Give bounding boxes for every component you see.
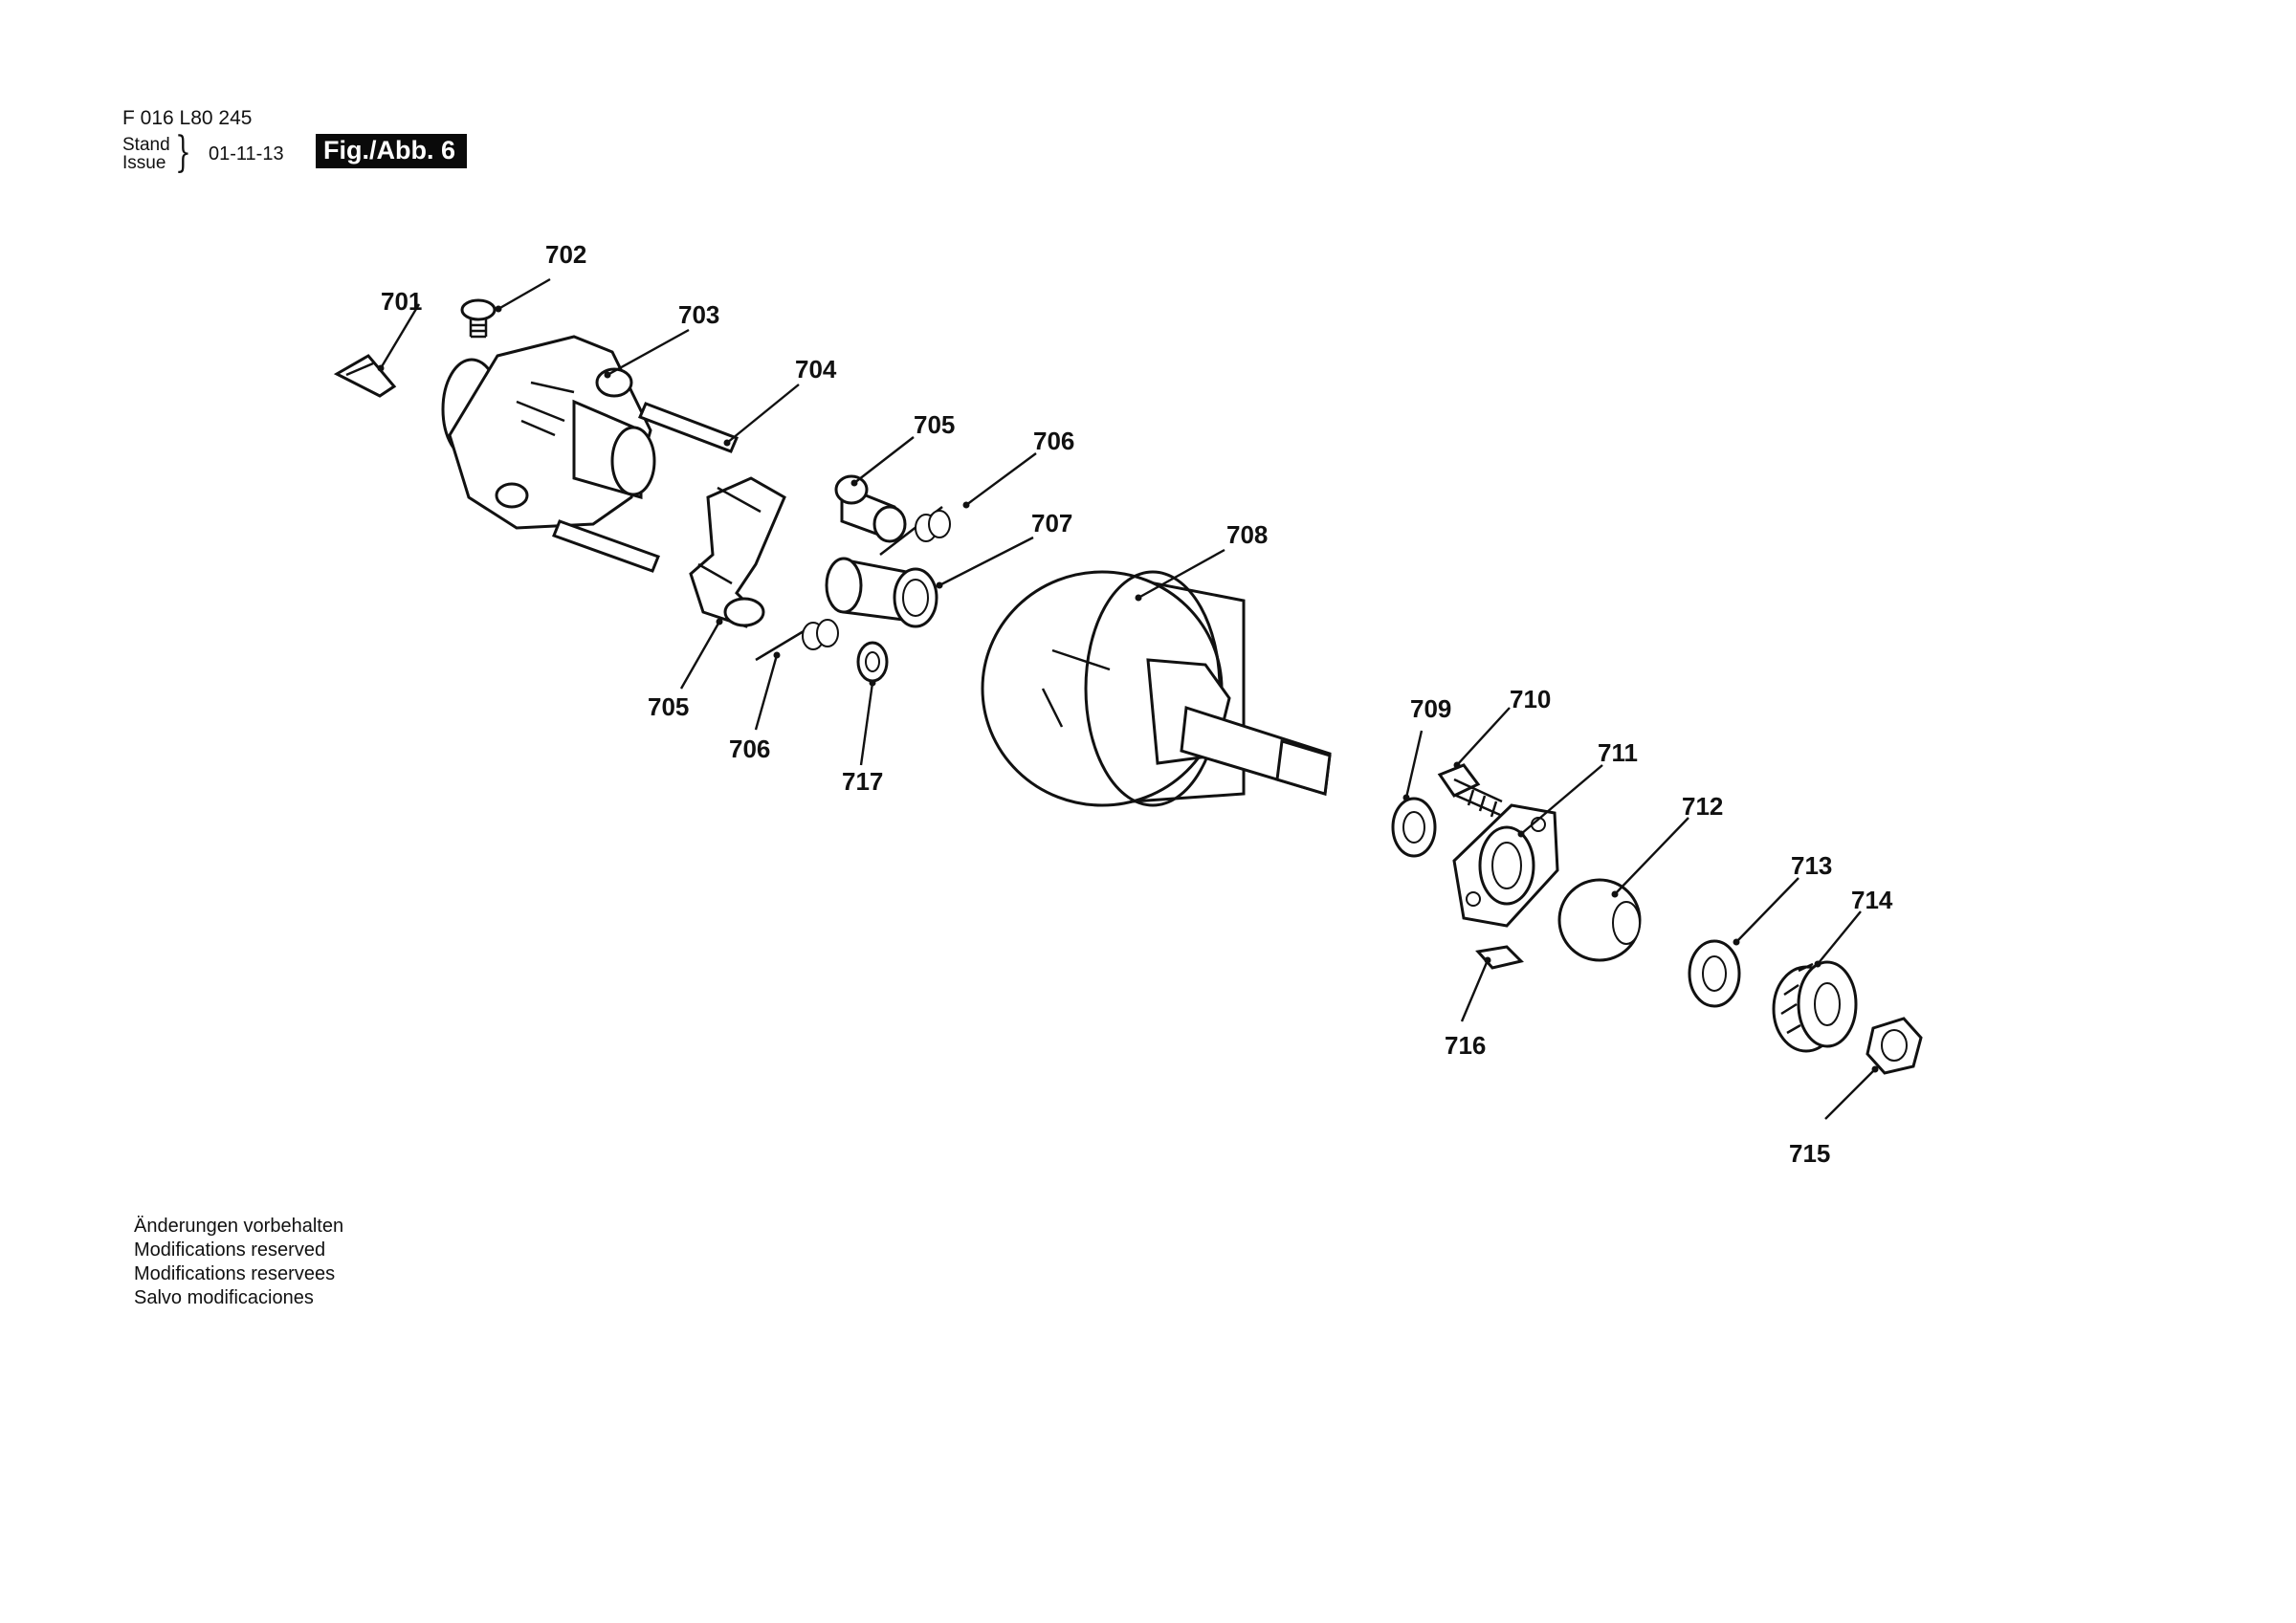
leader-lines [377,277,1879,1120]
part-707-sleeve [825,557,938,628]
callout-716: 716 [1445,1031,1486,1060]
notice-line-es: Salvo modificaciones [134,1287,314,1308]
document-number: F 016 L80 245 [122,107,253,129]
part-702-screw [460,298,497,339]
callout-706-lower: 706 [729,735,770,763]
part-706-spring-upper [879,506,951,556]
callout-labels: 701 702 703 704 705 706 707 708 705 706 … [381,240,1893,1168]
part-704-pin-lower [552,519,660,573]
callout-708: 708 [1226,520,1268,549]
callout-713: 713 [1791,851,1832,880]
part-712-ball [1557,878,1642,962]
part-714-bearing [1772,960,1858,1053]
part-704-pin-upper [638,402,739,453]
part-705-sleeve [834,474,907,543]
callout-710: 710 [1510,685,1551,713]
issue-label: Issue [122,153,166,173]
figure-label: Fig./Abb. 6 [316,134,467,168]
callout-704: 704 [795,355,837,384]
callout-703: 703 [678,300,719,329]
callout-709: 709 [1410,694,1451,723]
part-713-washer [1688,939,1741,1008]
callout-705-lower: 705 [648,692,689,721]
part-715-nut [1866,1017,1923,1075]
part-705-flyweight [689,476,786,628]
callout-712: 712 [1682,792,1723,821]
issue-date: 01-11-13 [209,143,284,164]
notice-line-fr: Modifications reservees [134,1263,336,1284]
notice-line-en: Modifications reserved [134,1239,326,1261]
part-701-key [333,354,397,398]
modification-notice: Änderungen vorbehalten Modifications res… [134,1215,343,1310]
callout-702: 702 [545,240,586,269]
callout-715: 715 [1789,1139,1830,1168]
part-706-spring-lower [755,619,839,662]
callout-705-upper: 705 [914,410,955,439]
part-711-flange [1452,803,1559,928]
part-710-bolt [1437,763,1503,818]
callout-706-upper: 706 [1033,427,1074,455]
brace-glyph: } [175,128,191,177]
callout-714: 714 [1851,886,1893,914]
part-709-washer [1391,797,1437,858]
callout-701: 701 [381,287,422,316]
callout-711: 711 [1598,738,1638,767]
stand-label: Stand [122,135,170,155]
callout-707: 707 [1031,509,1072,537]
part-708-clutch-drum [981,570,1332,807]
part-703-housing [441,335,656,530]
notice-line-de: Änderungen vorbehalten [134,1216,344,1237]
callout-717: 717 [842,767,883,796]
part-717-washer [856,641,889,683]
